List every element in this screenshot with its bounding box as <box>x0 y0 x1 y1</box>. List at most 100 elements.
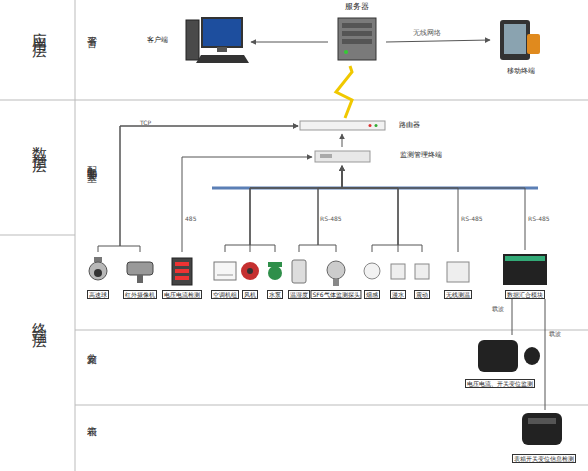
router-icon <box>300 121 385 130</box>
layer-title: 数据层 <box>30 135 49 153</box>
device-node: 红外摄像机 <box>122 252 158 299</box>
node-label: 温湿度 <box>288 290 310 299</box>
branch-monitor-icon <box>478 340 540 372</box>
dome-camera-icon <box>94 269 102 277</box>
pump-icon <box>268 262 282 280</box>
node-label: 烟感 <box>364 290 380 299</box>
ethernet-bus <box>212 187 538 190</box>
connector <box>251 42 328 43</box>
layer-divider <box>75 405 588 406</box>
data-module-icon <box>503 254 547 285</box>
smoke-sensor-icon <box>364 263 380 279</box>
fan-icon <box>241 262 259 280</box>
edge-label: RS-485 <box>528 215 550 222</box>
dome-camera-icon <box>89 257 107 280</box>
node-label: 监测管理终端 <box>400 151 442 159</box>
monitor-terminal-icon <box>320 154 332 158</box>
connector <box>299 166 342 252</box>
fan-icon <box>241 262 259 280</box>
flood-sensor-icon <box>391 264 405 279</box>
wireless-temp-icon <box>447 262 469 282</box>
router-icon <box>369 124 372 127</box>
meter-icon <box>172 258 192 285</box>
infrared-camera-icon <box>127 262 153 283</box>
connector <box>98 126 298 252</box>
server-icon <box>344 50 348 54</box>
connector <box>342 166 422 252</box>
connector <box>342 166 398 252</box>
client-computer-icon <box>196 55 249 63</box>
vibration-sensor-icon <box>415 264 429 279</box>
meter-icon <box>172 258 192 285</box>
connector <box>318 166 342 252</box>
gas-sensor-icon <box>327 261 345 279</box>
device-node: 无线测温 <box>443 252 473 299</box>
device-node: 漫水 <box>388 252 408 299</box>
node-label: 表箱开关变位信息检测 <box>512 454 576 463</box>
router-icon <box>375 124 378 127</box>
humidity-sensor-icon <box>292 260 306 283</box>
mobile-terminal-icon <box>500 20 540 60</box>
connector <box>512 299 513 335</box>
layer-divider <box>0 235 75 236</box>
client-computer-icon <box>186 18 249 63</box>
meter-box-detector-icon <box>522 413 562 445</box>
device-node: 温湿度 <box>288 252 310 299</box>
zone-title: 配电室和开关室 <box>84 158 98 165</box>
node-label: 漫水 <box>390 290 406 299</box>
node-label: 高速球 <box>87 290 109 299</box>
meter-box-detector-icon <box>522 413 562 445</box>
pump-icon <box>268 266 282 280</box>
node-label: 服务器 <box>328 2 386 11</box>
monitor-terminal-icon <box>315 151 370 162</box>
client-computer-icon <box>217 47 227 52</box>
edge-label: 载波 <box>492 305 504 314</box>
meter-icon <box>175 276 189 280</box>
humidity-sensor-icon <box>292 260 306 283</box>
client-computer-icon <box>202 18 242 47</box>
flood-sensor-icon <box>391 264 405 279</box>
router-icon <box>300 121 385 130</box>
edge-label: RS-485 <box>461 215 483 222</box>
zone-title: 表箱 <box>84 418 98 420</box>
layer-title: 应用层 <box>30 20 49 38</box>
monitor-terminal: 监测管理终端 <box>312 147 444 166</box>
infrared-camera-icon <box>127 262 153 275</box>
layer-divider <box>0 100 588 101</box>
vibration-sensor-icon <box>415 264 429 279</box>
gas-sensor-icon <box>333 279 339 286</box>
gas-sensor-icon <box>327 261 345 286</box>
mobile-terminal-icon <box>504 24 526 54</box>
dome-camera-icon <box>89 262 107 280</box>
mobile-terminal-icon <box>527 34 540 54</box>
server-icon <box>342 31 372 36</box>
dome-camera-icon <box>94 257 102 262</box>
node-label: 电压电流、开关变位监测 <box>465 379 535 388</box>
fan-icon <box>247 268 253 274</box>
data-module-icon <box>505 256 545 261</box>
edge-label: 载波 <box>549 330 561 339</box>
layer-divider <box>75 330 588 331</box>
node-label: 风机 <box>242 290 258 299</box>
node-label: 移动终端 <box>490 67 552 75</box>
data-module-icon <box>503 254 547 285</box>
server-icon <box>338 18 376 60</box>
infrared-camera-icon <box>137 275 143 283</box>
meter-icon <box>175 269 189 273</box>
node-label: 客户端 <box>147 36 168 44</box>
edge-label: RS-485 <box>320 215 342 222</box>
device-node: 空调机组 <box>211 252 239 299</box>
air-conditioner-icon <box>214 262 236 280</box>
connector <box>342 166 458 252</box>
connector <box>182 157 312 252</box>
pump-icon <box>268 262 282 267</box>
connector <box>342 134 343 147</box>
mobile-terminal-icon <box>500 20 530 60</box>
device-node: 表箱开关变位信息检测 <box>503 410 585 463</box>
wireless-temp-icon <box>447 262 469 282</box>
node-label: 空调机组 <box>211 290 239 299</box>
server-icon <box>342 39 372 44</box>
